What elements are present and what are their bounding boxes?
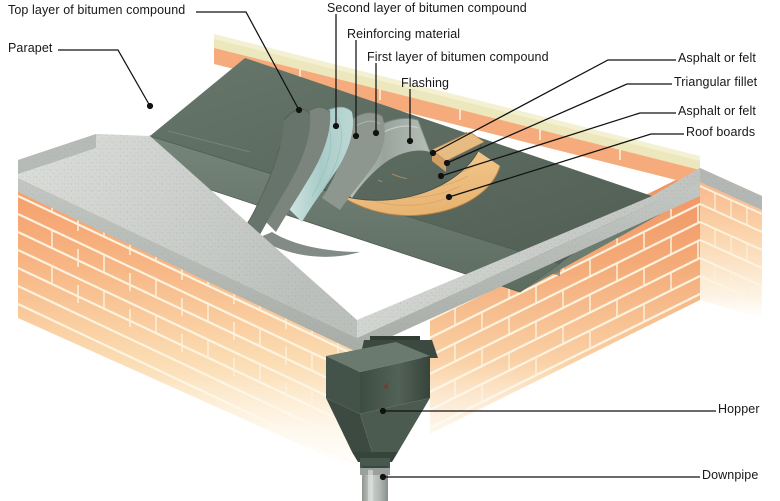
callout-label-flashing: Flashing bbox=[401, 76, 450, 90]
leader-dot-top_layer bbox=[295, 106, 303, 114]
coping-front-right bbox=[357, 168, 762, 352]
leader-lines bbox=[58, 11, 716, 478]
callout-label-reinforcing: Reinforcing material bbox=[347, 27, 461, 41]
parapet-wall-end-return bbox=[699, 168, 763, 318]
callout-label-downpipe: Downpipe bbox=[702, 468, 759, 482]
callout-label-triangular_fillet: Triangular fillet bbox=[674, 75, 758, 89]
leader-dot-asphalt_felt_1 bbox=[429, 149, 437, 157]
leader-dot-triangular_fillet bbox=[443, 159, 451, 167]
callout-label-parapet: Parapet bbox=[8, 41, 53, 55]
coping-front-left bbox=[18, 134, 357, 352]
leader-line-top_layer bbox=[196, 11, 300, 111]
leader-dot-second_layer bbox=[332, 122, 340, 130]
outlet-shadow bbox=[258, 232, 360, 257]
leader-line-triangular_fillet bbox=[446, 83, 672, 164]
callout-label-roof_boards: Roof boards bbox=[686, 125, 756, 139]
leader-dot-reinforcing bbox=[352, 132, 360, 140]
callout-label-second_layer: Second layer of bitumen compound bbox=[327, 1, 527, 15]
triangular-fillet bbox=[431, 131, 485, 172]
downpipe bbox=[360, 468, 390, 501]
callout-label-asphalt_felt_2: Asphalt or felt bbox=[678, 104, 756, 118]
callout-label-first_layer: First layer of bitumen compound bbox=[367, 50, 549, 64]
leader-dot-flashing bbox=[406, 137, 414, 145]
leader-line-asphalt_felt_2 bbox=[440, 112, 676, 177]
callout-label-asphalt_felt_1: Asphalt or felt bbox=[678, 51, 756, 65]
callout-label-hopper: Hopper bbox=[718, 402, 760, 416]
leader-dot-roof_boards bbox=[445, 193, 453, 201]
leader-line-parapet bbox=[58, 49, 151, 107]
leader-dot-parapet bbox=[146, 102, 154, 110]
callout-label-top_layer: Top layer of bitumen compound bbox=[8, 3, 186, 17]
leader-dots bbox=[146, 102, 453, 481]
leader-dot-hopper bbox=[379, 407, 387, 415]
leader-dot-first_layer bbox=[372, 129, 380, 137]
leader-dot-downpipe bbox=[379, 473, 387, 481]
leader-dot-asphalt_felt_2 bbox=[437, 172, 445, 180]
leader-line-roof_boards bbox=[448, 133, 684, 198]
leader-line-asphalt_felt_1 bbox=[432, 59, 676, 154]
